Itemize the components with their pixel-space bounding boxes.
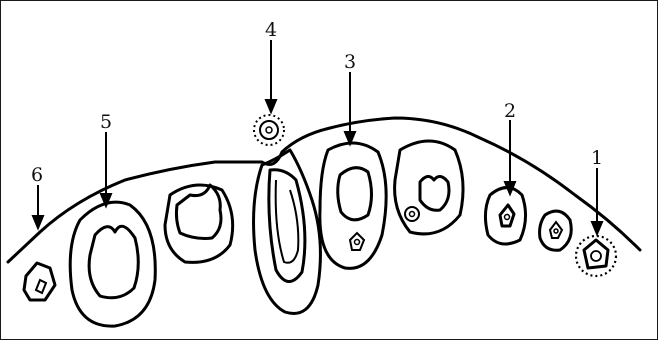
arrowhead-4 [266, 100, 276, 112]
arrows [33, 40, 602, 234]
primordial-follicle [24, 263, 55, 300]
secondary-follicle [395, 141, 463, 234]
primary-follicle [540, 211, 572, 250]
ovulating-follicle-4 [254, 115, 321, 313]
arrowhead-2 [505, 182, 515, 194]
vesicular-follicle-3 [320, 143, 386, 268]
growing-follicle-2 [485, 188, 525, 245]
ovary-surface-line [8, 118, 640, 262]
label-5: 5 [100, 111, 112, 133]
label-1: 1 [591, 147, 603, 169]
arrowhead-1 [592, 222, 602, 234]
corpus-luteum-5 [70, 202, 155, 326]
label-3: 3 [344, 51, 356, 73]
arrowhead-6 [33, 216, 43, 228]
label-4: 4 [265, 19, 277, 41]
label-2: 2 [504, 100, 516, 122]
primordial-follicle-1 [576, 236, 616, 276]
corpus-luteum [165, 185, 233, 262]
label-6: 6 [31, 164, 43, 186]
